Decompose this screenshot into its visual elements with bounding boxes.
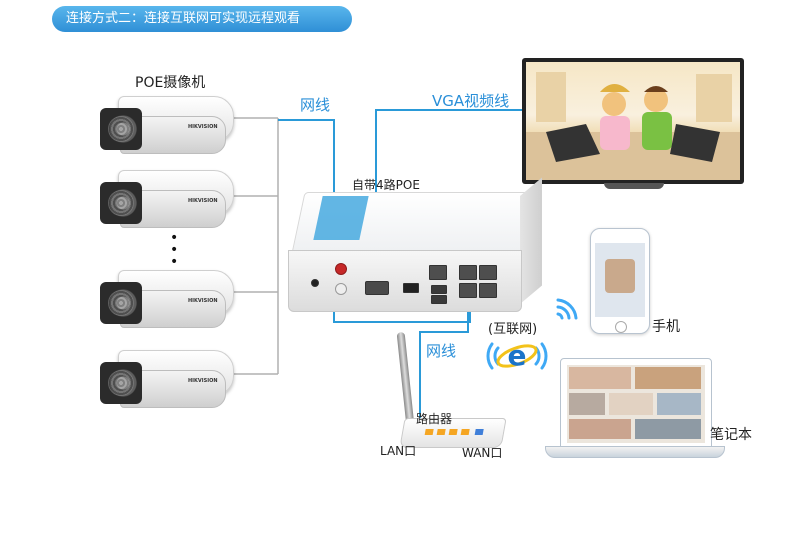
camera-brand-logo: HIKVISION xyxy=(188,298,218,304)
camera-brand-logo: HIKVISION xyxy=(188,124,218,130)
camera-icon: HIKVISION xyxy=(98,348,238,410)
router-label: 路由器 xyxy=(416,412,453,426)
nvr-sticker xyxy=(313,196,369,240)
nvr-poe-label: 自带4路POE xyxy=(352,178,420,192)
network-cable-label-bottom: 网线 xyxy=(426,342,457,360)
laptop-screen-grid xyxy=(569,367,701,439)
tv-stand xyxy=(604,183,664,189)
tv-icon xyxy=(522,58,744,184)
title-banner: 连接方式二：连接互联网可实现远程观看 xyxy=(52,6,352,32)
more-cameras-ellipsis: ••• xyxy=(170,230,179,270)
laptop-base xyxy=(545,446,725,458)
ie-browser-icon: e xyxy=(486,339,548,372)
laptop-label: 笔记本 xyxy=(710,427,752,443)
phone-label: 手机 xyxy=(652,319,680,335)
network-cable-label-top: 网线 xyxy=(300,96,331,114)
svg-text:e: e xyxy=(508,339,527,372)
camera-brand-logo: HIKVISION xyxy=(188,198,218,204)
wan-port-label: WAN口 xyxy=(462,446,503,460)
vga-cable-label: VGA视频线 xyxy=(432,92,510,110)
smartphone-icon xyxy=(590,228,650,334)
camera-icon: HIKVISION xyxy=(98,168,238,230)
camera-brand-logo: HIKVISION xyxy=(188,378,218,384)
camera-icon: HIKVISION xyxy=(98,94,238,156)
tv-screen-image xyxy=(526,72,740,180)
poe-camera-label: POE摄像机 xyxy=(135,75,206,91)
internet-label: (互联网) xyxy=(488,322,538,337)
camera-icon: HIKVISION xyxy=(98,268,238,330)
laptop-icon xyxy=(560,358,712,450)
nvr-icon xyxy=(288,250,522,312)
lan-port-label: LAN口 xyxy=(380,444,417,458)
wifi-icon xyxy=(556,298,578,320)
nvr-side xyxy=(520,177,542,304)
